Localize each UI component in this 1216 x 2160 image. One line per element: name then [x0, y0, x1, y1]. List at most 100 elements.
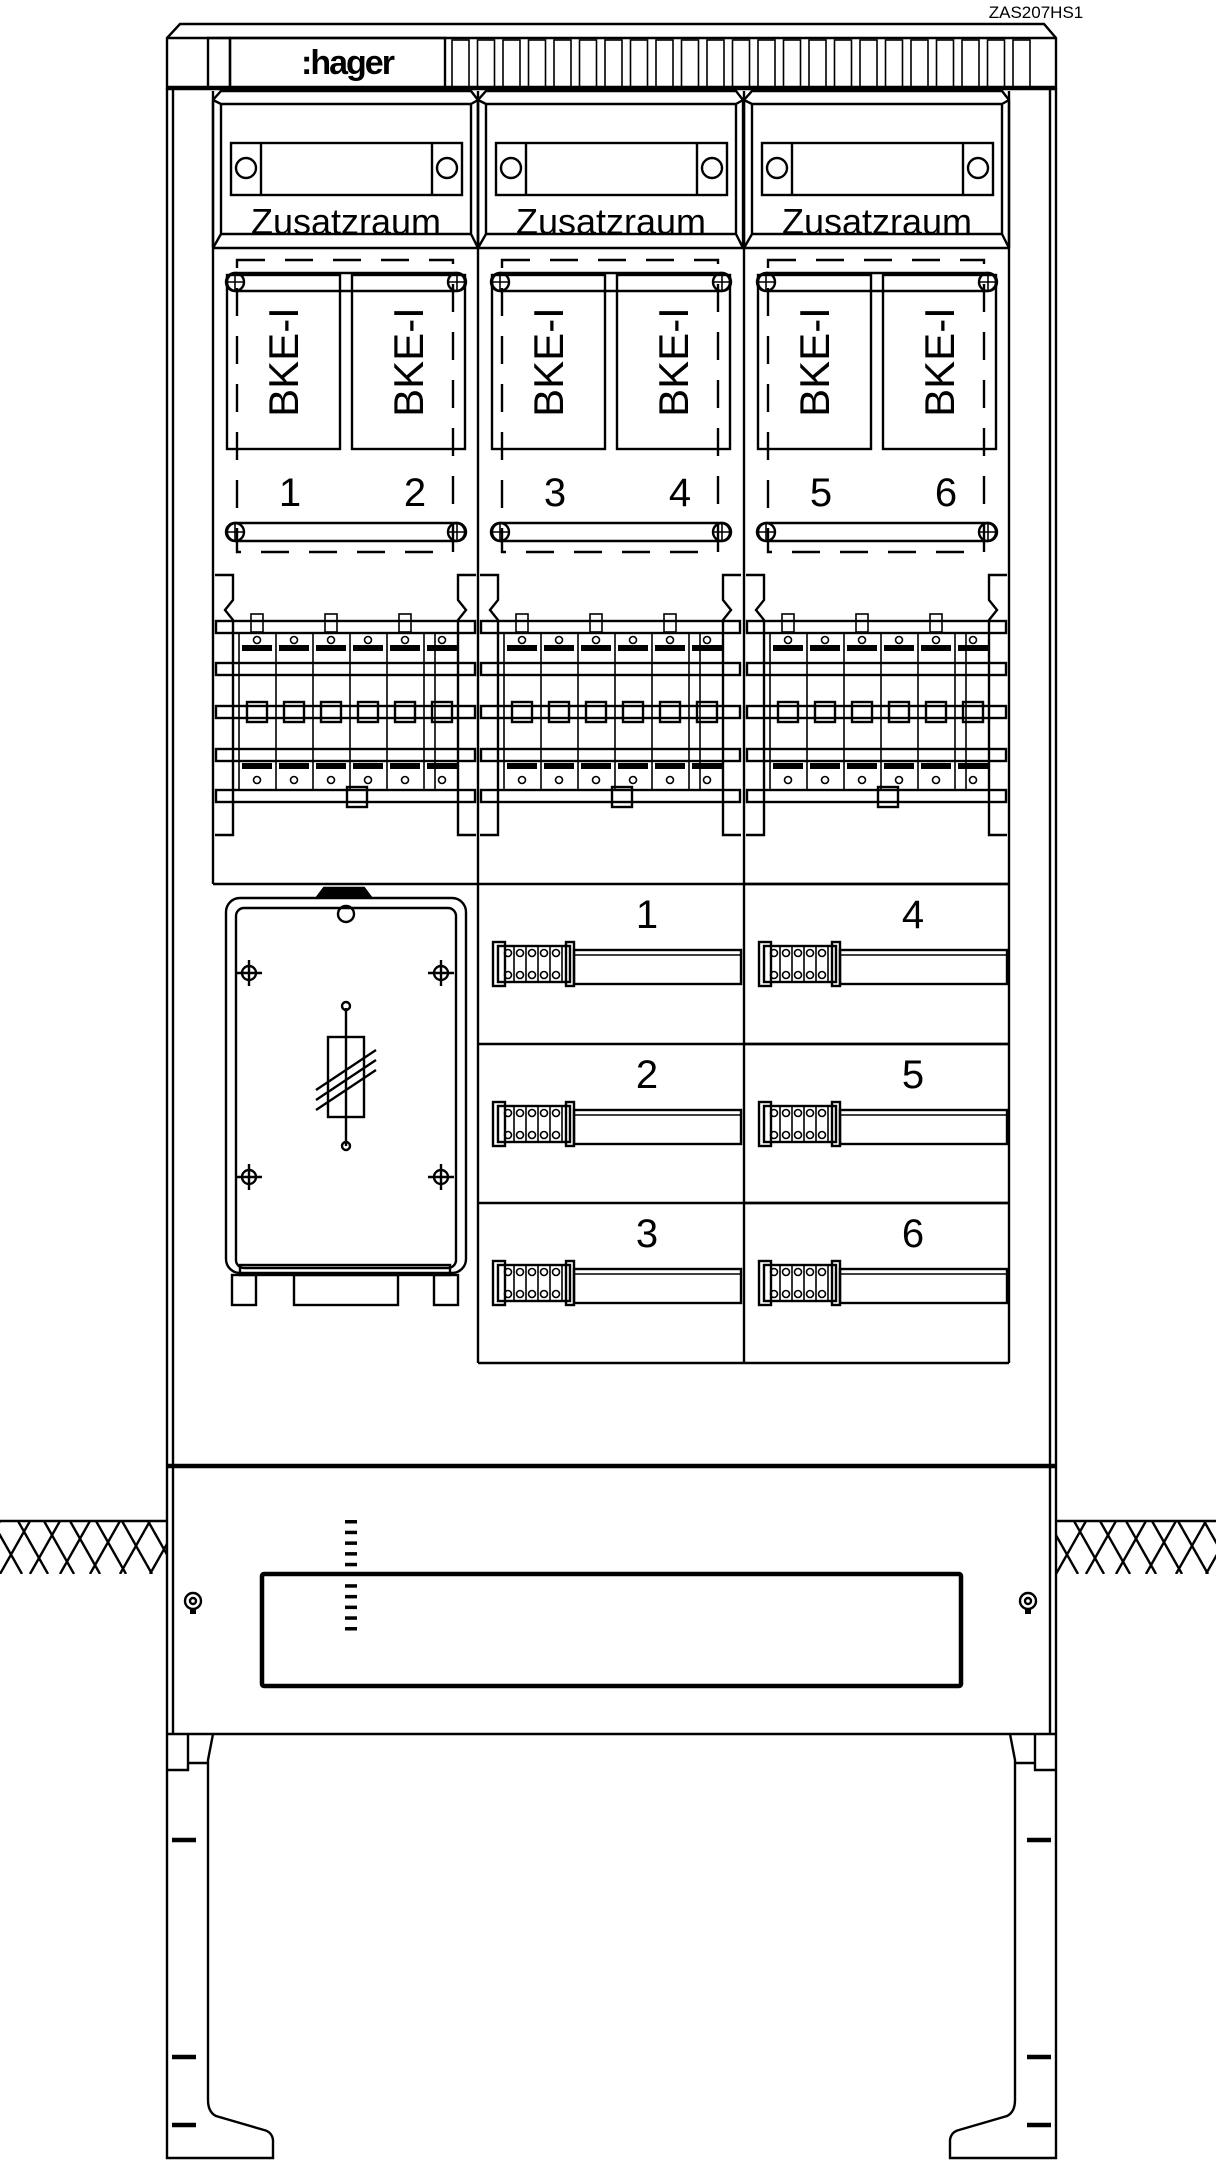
main-fuse-box: [224, 886, 468, 1307]
terminal-block[interactable]: 5: [757, 1053, 1009, 1148]
vent-slat: [629, 39, 649, 89]
scale-tick: [345, 1552, 357, 1556]
terminal-block[interactable]: 4: [757, 893, 1009, 988]
screw-icon: [183, 1591, 203, 1614]
circuit-breaker[interactable]: [651, 613, 685, 790]
terminal-block[interactable]: 2: [491, 1053, 743, 1148]
meter-slot[interactable]: BKE-I 6: [881, 273, 998, 515]
cabinet-body: [165, 88, 1058, 1736]
circuit-breaker[interactable]: [843, 613, 877, 790]
vent-slat: [451, 39, 470, 89]
terminal-number: 1: [636, 893, 658, 937]
terminal-block[interactable]: 1: [491, 893, 743, 988]
mounting-hole-icon: [236, 1164, 262, 1190]
zusatzraum-label: Zusatzraum: [516, 201, 706, 242]
vent-slat: [757, 39, 776, 89]
scale-tick: [345, 1541, 357, 1545]
mounting-hole-icon: [428, 1164, 454, 1190]
circuit-breaker[interactable]: [540, 633, 574, 790]
meter-slot[interactable]: BKE-I4: [615, 273, 732, 515]
vent-slat: [527, 39, 547, 89]
vent-slat: [680, 39, 700, 89]
hager-logo: :hager: [301, 44, 395, 82]
cover-strip: [494, 141, 729, 197]
vent-slat: [961, 39, 980, 89]
circuit-breaker[interactable]: [238, 613, 272, 790]
terminal-number: 5: [902, 1053, 924, 1097]
vent-slat: [476, 39, 496, 89]
mounting-legs: [165, 1733, 1058, 2160]
circuit-breaker[interactable]: [688, 633, 722, 790]
vent-slat: [808, 39, 827, 89]
terminal-number: 2: [636, 1053, 658, 1097]
circuit-breaker[interactable]: [275, 633, 309, 790]
circuit-breaker[interactable]: [614, 633, 648, 790]
vent-slat: [604, 39, 623, 89]
meter-slot-label: BKE-I: [385, 307, 432, 417]
vent-slat: [706, 39, 725, 89]
circuit-breaker[interactable]: [806, 633, 840, 790]
ground-hatch: [0, 1519, 1216, 1574]
breaker-rail-area: [745, 573, 1008, 837]
terminal-block[interactable]: 3: [491, 1212, 743, 1307]
meter-slot[interactable]: BKE-I 2: [350, 273, 467, 515]
screw-icon: [1018, 1591, 1038, 1614]
model-code-label: ZAS207HS1: [989, 3, 1084, 22]
breaker-rail-area: [214, 573, 477, 837]
vent-slat: [935, 39, 955, 89]
meter-slot-number: 1: [279, 471, 301, 515]
vent-slat: [884, 39, 904, 89]
circuit-breaker[interactable]: [954, 633, 988, 790]
circuit-breaker[interactable]: [386, 613, 420, 790]
terminal-number: 6: [902, 1212, 924, 1256]
mounting-hole-icon: [428, 960, 454, 986]
meter-slot-number: 5: [810, 471, 832, 515]
terminal-number: 3: [636, 1212, 658, 1256]
zusatzraum-label: Zusatzraum: [251, 201, 441, 242]
meter-slot[interactable]: BKE-I 5: [756, 273, 873, 515]
scale-tick: [345, 1584, 357, 1588]
scale-tick: [345, 1520, 357, 1524]
vent-slat: [910, 39, 929, 89]
meter-slot-number: 3: [544, 471, 566, 515]
circuit-breaker[interactable]: [880, 633, 914, 790]
mounting-hole-icon: [236, 960, 262, 986]
vent-slat: [655, 39, 674, 89]
meter-slot-number: 2: [404, 471, 426, 515]
vent-slat: [1012, 39, 1031, 89]
meter-slot-label: BKE-I: [650, 307, 697, 417]
vent-slat: [986, 39, 1006, 89]
vent-slat: [502, 39, 521, 89]
meter-slot-label: BKE-I: [260, 307, 307, 417]
zusatzraum-label: Zusatzraum: [782, 201, 972, 242]
plinth-cover: [183, 1520, 1038, 1689]
scale-tick: [345, 1530, 357, 1535]
meter-slot-number: 6: [935, 471, 957, 515]
vent-slat: [553, 39, 572, 89]
circuit-breaker[interactable]: [503, 613, 537, 790]
meter-slot[interactable]: BKE-I3: [490, 273, 607, 515]
circuit-breaker[interactable]: [917, 613, 951, 790]
scale-tick: [345, 1627, 357, 1631]
meter-slot-label: BKE-I: [791, 307, 838, 417]
scale-tick: [345, 1562, 357, 1567]
terminal-number: 4: [902, 893, 924, 937]
circuit-breaker[interactable]: [312, 613, 346, 790]
vent-slat: [782, 39, 802, 89]
vent-slat: [833, 39, 853, 89]
scale-tick: [345, 1605, 357, 1610]
fuse-symbol: [315, 1000, 377, 1152]
circuit-breaker[interactable]: [577, 613, 611, 790]
circuit-breaker[interactable]: [423, 633, 457, 790]
meter-slot[interactable]: BKE-I 1: [225, 273, 342, 515]
circuit-breaker[interactable]: [769, 613, 803, 790]
terminal-block[interactable]: 6: [757, 1212, 1009, 1307]
vent-slat: [731, 39, 751, 89]
circuit-breaker[interactable]: [349, 633, 383, 790]
meter-slot-label: BKE-I: [916, 307, 963, 417]
cover-strip: [229, 141, 464, 197]
vent-slat: [578, 39, 598, 89]
